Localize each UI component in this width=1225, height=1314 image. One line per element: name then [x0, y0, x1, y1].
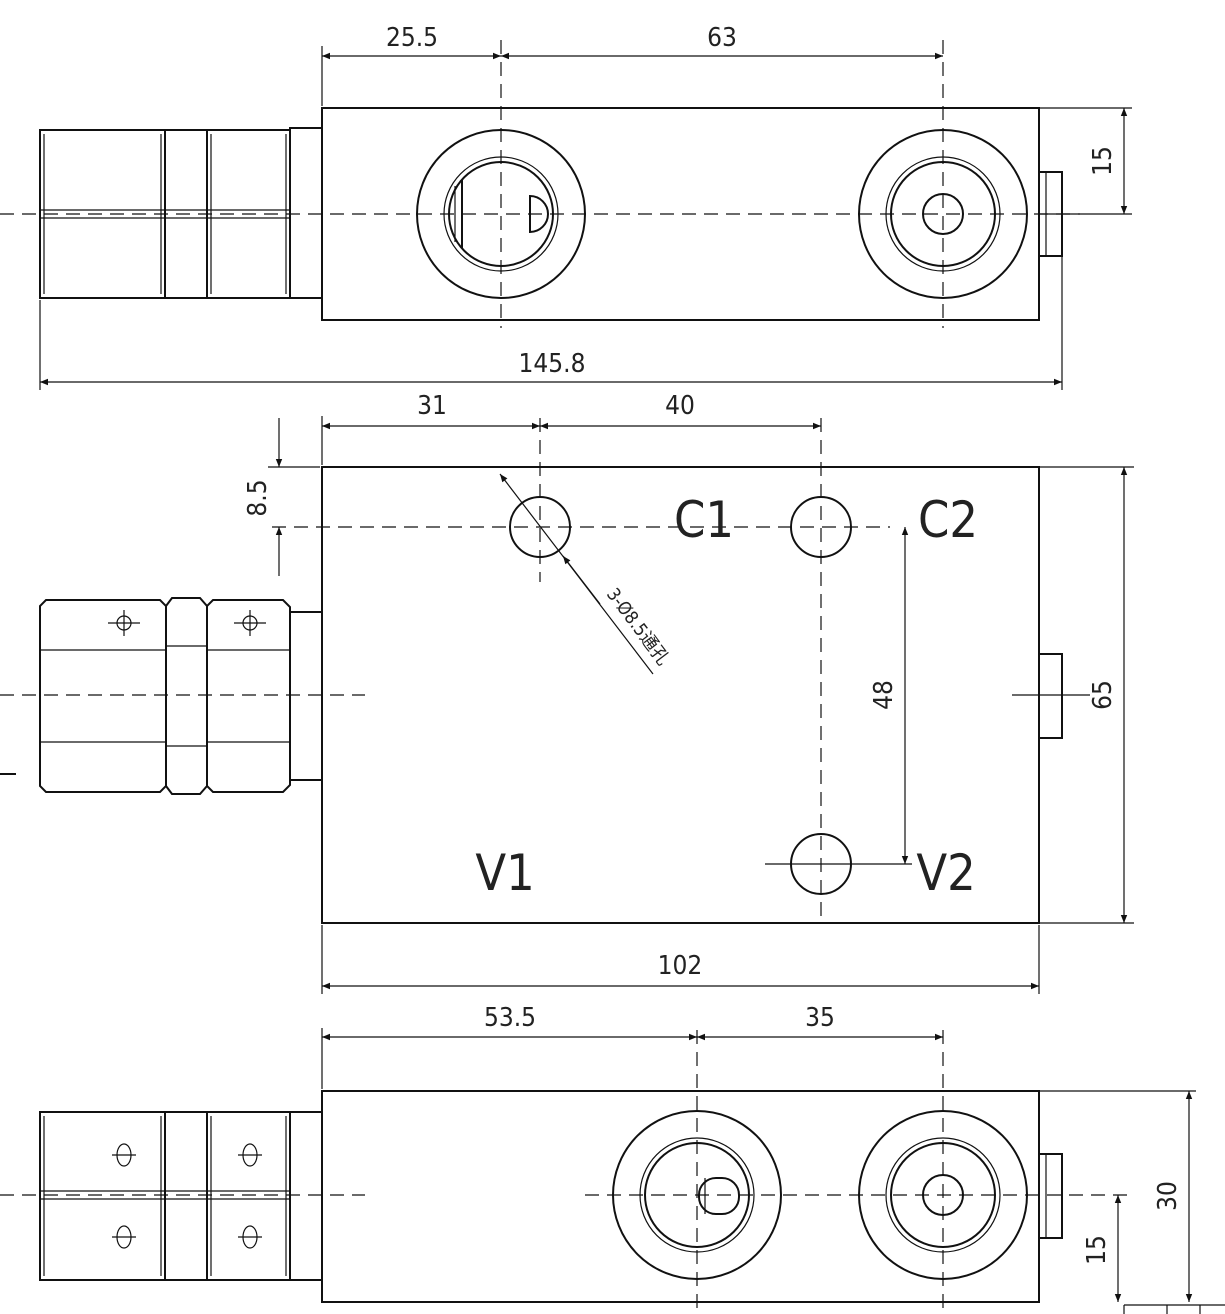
port-v1: V1	[475, 844, 534, 902]
middle-dim-40: 40	[665, 391, 695, 421]
middle-view: C1 C2 V1 V2 3-Ø8.5通孔 31 40 8.5 48 65 102	[0, 391, 1134, 994]
port-c2: C2	[918, 491, 978, 549]
bottom-hex-fitting	[39, 1111, 291, 1281]
port-c1: C1	[674, 491, 734, 549]
port-v2: V2	[916, 844, 975, 902]
top-neck	[289, 127, 323, 299]
bottom-dim-15: 15	[1082, 1235, 1112, 1265]
bottom-right-plug	[1039, 1153, 1063, 1239]
middle-right-plug	[1039, 653, 1063, 739]
top-dim-63: 63	[707, 23, 737, 53]
middle-dim-31: 31	[417, 391, 447, 421]
middle-dim-8-5: 8.5	[243, 479, 273, 516]
bottom-dim-53-5: 53.5	[484, 1003, 536, 1033]
bottom-view: 53.5 35 30 15	[0, 1003, 1225, 1314]
middle-dim-48: 48	[869, 680, 899, 710]
top-dim-25-5: 25.5	[386, 23, 438, 53]
bottom-neck	[289, 1111, 323, 1281]
bottom-valve-body	[321, 1090, 1040, 1303]
top-dim-15: 15	[1088, 146, 1118, 176]
middle-hex-fitting	[39, 597, 291, 795]
middle-dim-102: 102	[658, 951, 703, 981]
top-dim-145-8: 145.8	[519, 349, 586, 379]
hole-note: 3-Ø8.5通孔	[602, 584, 673, 669]
bottom-dim-30: 30	[1153, 1181, 1183, 1211]
bottom-dim-35: 35	[805, 1003, 835, 1033]
top-view: 25.5 63 15 145.8	[0, 23, 1132, 390]
middle-neck	[289, 611, 323, 781]
middle-dim-65: 65	[1088, 680, 1118, 710]
